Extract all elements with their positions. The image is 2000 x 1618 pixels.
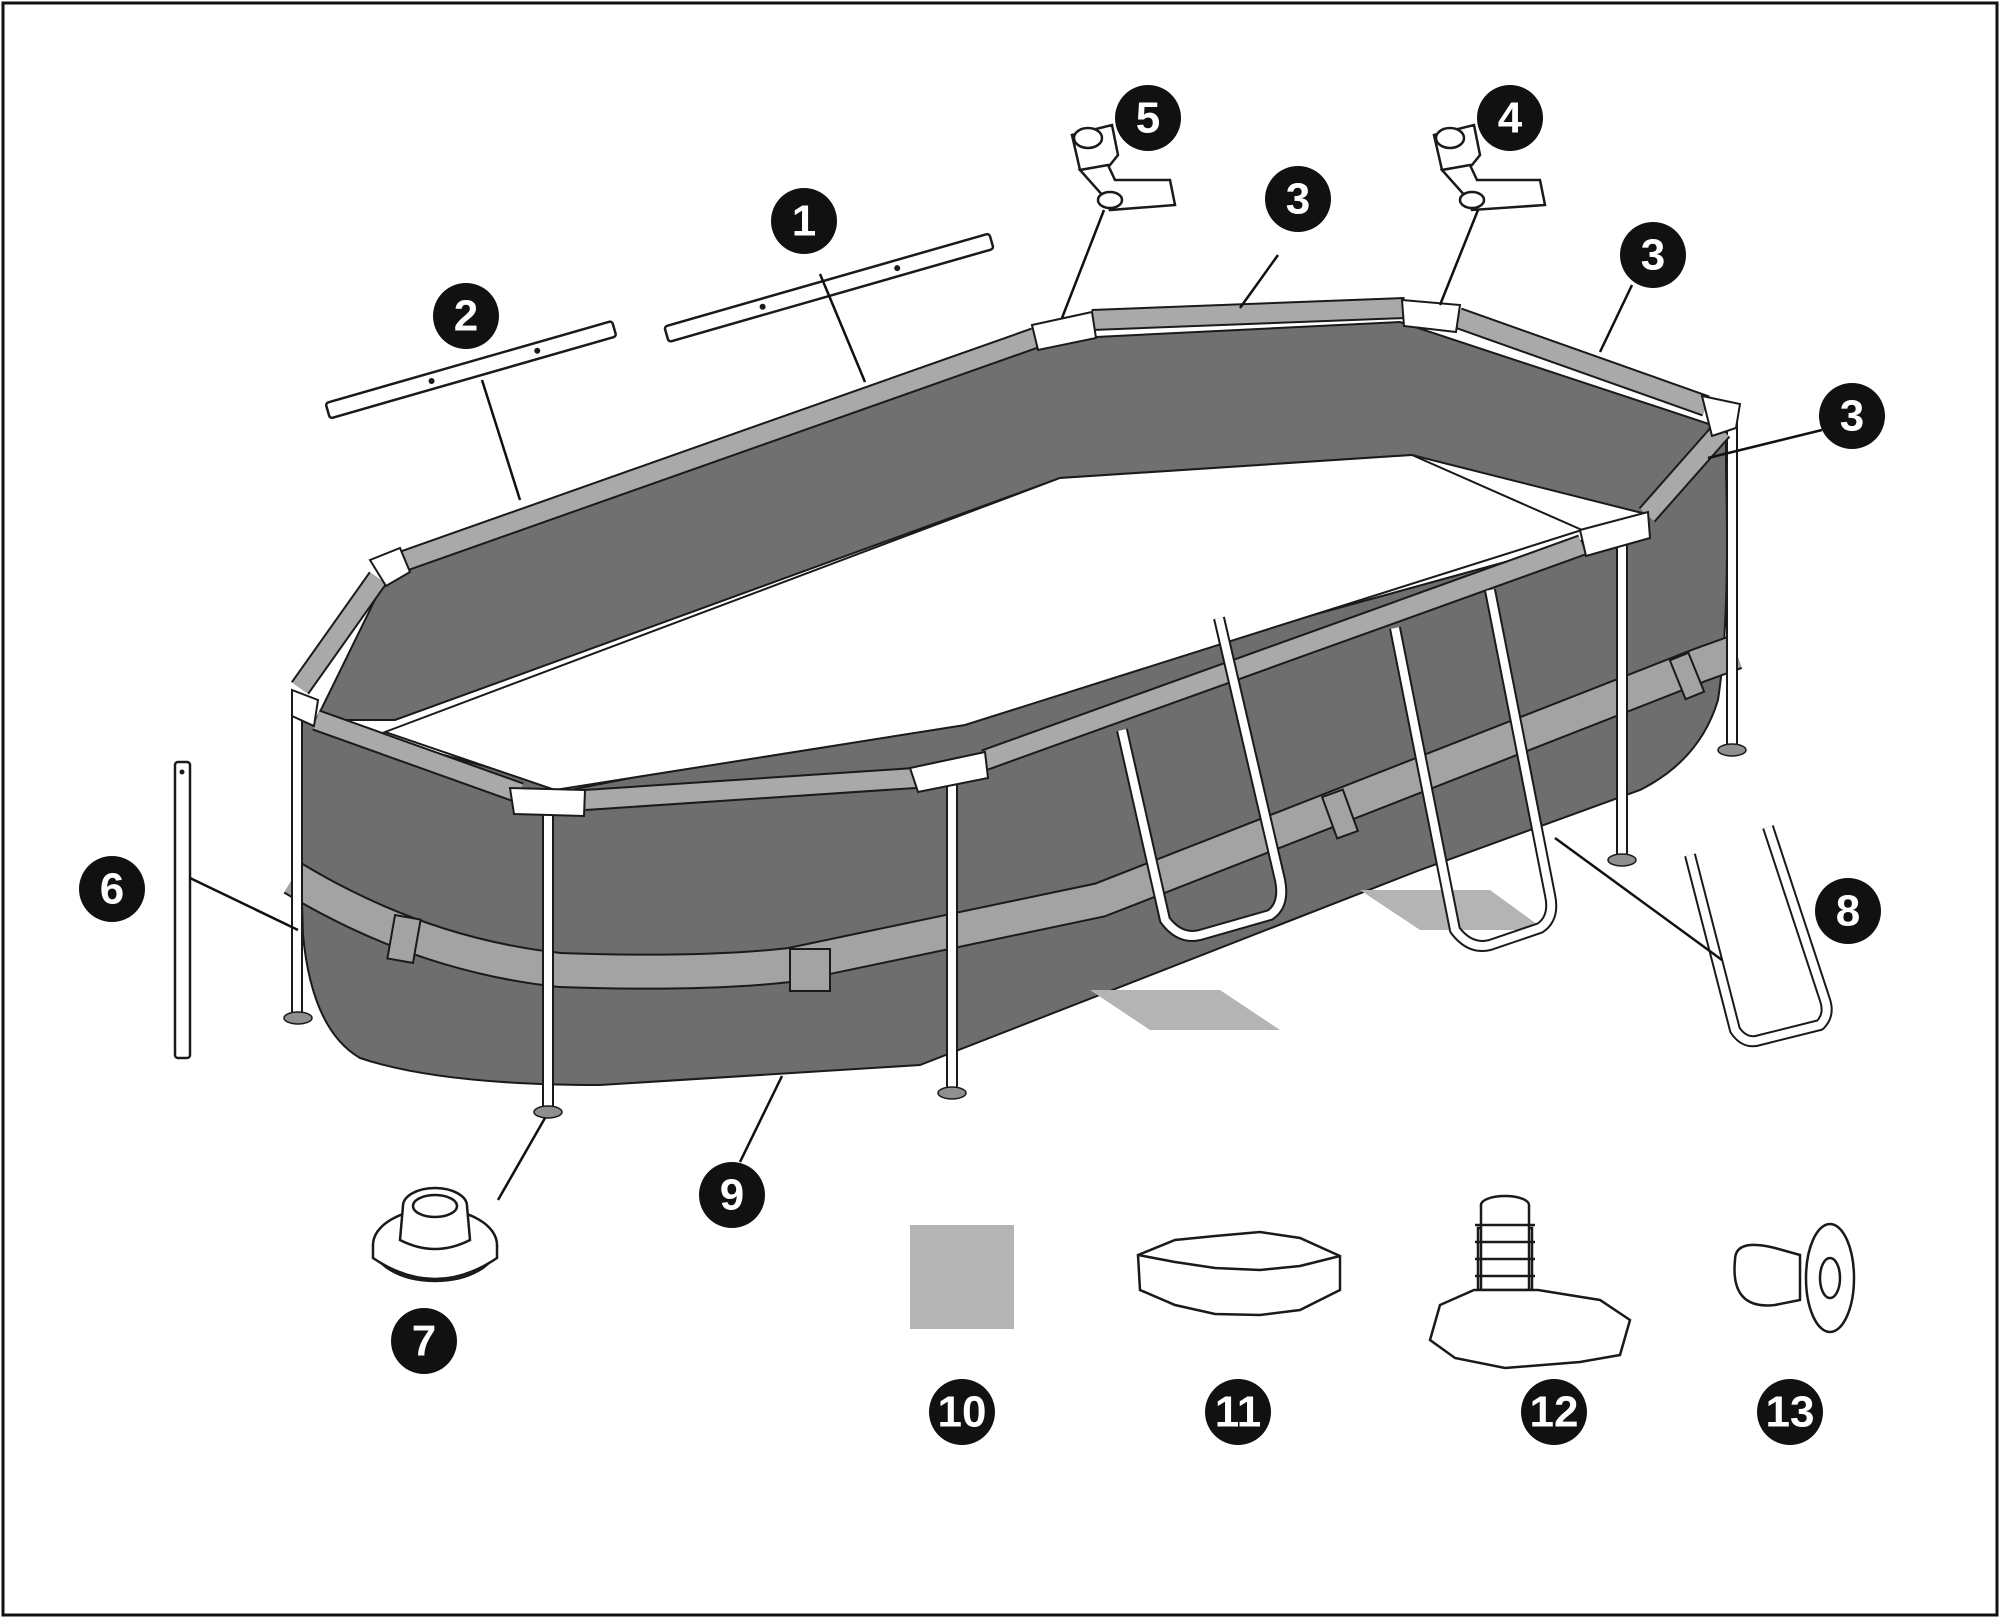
part-11-drain-cap [1136, 1230, 1342, 1317]
svg-text:12: 12 [1530, 1388, 1579, 1437]
svg-text:2: 2 [454, 292, 478, 341]
callout-1: 1 [771, 188, 837, 254]
callout-3: 3 [1620, 222, 1686, 288]
callout-10: 10 [929, 1379, 995, 1445]
callout-3: 3 [1819, 383, 1885, 449]
part-13-plug [1733, 1222, 1856, 1334]
strap-buckle [789, 948, 831, 992]
svg-text:9: 9 [720, 1171, 744, 1220]
svg-text:8: 8 [1836, 887, 1860, 936]
callout-11: 11 [1205, 1379, 1271, 1445]
pool-legs [283, 420, 1747, 1119]
callout-9: 9 [699, 1162, 765, 1228]
part-4-t-connector [1432, 123, 1547, 212]
part-8-ladder-section [1684, 825, 1833, 1048]
strap-buckle [1668, 651, 1706, 701]
svg-text:11: 11 [1215, 1388, 1262, 1437]
pool-assembly [283, 297, 1747, 1119]
leg-foot [937, 1086, 967, 1100]
svg-text:1: 1 [792, 197, 816, 246]
callout-8: 8 [1815, 878, 1881, 944]
callout-3: 3 [1265, 166, 1331, 232]
svg-text:3: 3 [1286, 175, 1310, 224]
svg-text:7: 7 [412, 1317, 436, 1366]
leg-foot [1607, 853, 1637, 867]
part-6-leg [173, 760, 192, 1060]
callout-7: 7 [391, 1308, 457, 1374]
part-1-long-rail [663, 232, 995, 343]
callout-6: 6 [79, 856, 145, 922]
pool-inner-wall [314, 320, 1714, 721]
leg-foot [533, 1105, 563, 1119]
svg-text:13: 13 [1766, 1388, 1815, 1437]
ladder-base-mat [1090, 990, 1280, 1030]
callout-12: 12 [1521, 1379, 1587, 1445]
leg-foot [1717, 743, 1747, 757]
svg-text:3: 3 [1840, 392, 1864, 441]
part-10-repair-patch [910, 1225, 1014, 1329]
callout-4: 4 [1477, 85, 1543, 151]
part-7-foot-cap [371, 1186, 499, 1283]
callout-5: 5 [1115, 85, 1181, 151]
callout-2: 2 [433, 283, 499, 349]
callout-13: 13 [1757, 1379, 1823, 1445]
pool-ladder [1116, 588, 1558, 952]
part-5-t-connector [1070, 123, 1177, 212]
svg-text:5: 5 [1136, 94, 1160, 143]
leader-lines [189, 209, 1823, 1201]
part-2-rail [324, 320, 617, 420]
strap-buckle [386, 913, 422, 965]
svg-text:10: 10 [938, 1388, 987, 1437]
leg-foot [283, 1011, 313, 1025]
top-rails [291, 297, 1731, 811]
svg-text:6: 6 [100, 865, 124, 914]
svg-text:4: 4 [1498, 94, 1523, 143]
strap-buckle [1320, 788, 1360, 840]
svg-text:3: 3 [1641, 231, 1665, 280]
part-12-drain-adapter [1428, 1194, 1632, 1370]
support-strap [283, 635, 1743, 992]
